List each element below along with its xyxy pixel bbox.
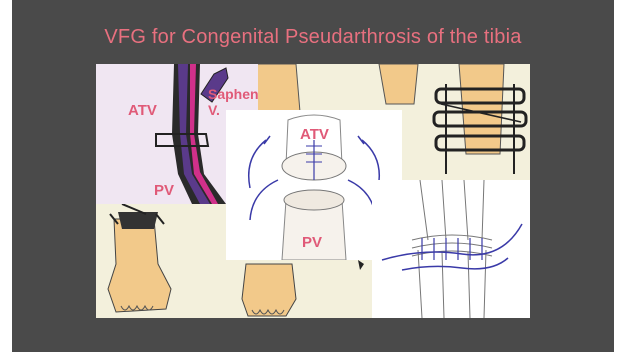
suture-illustration	[372, 180, 530, 318]
suture-panel	[372, 180, 530, 318]
illustration-collage: ATV Saphenus V. PV ATV PV	[96, 64, 530, 318]
label-pv-left: PV	[154, 182, 174, 199]
slide-title: VFG for Congenital Pseudarthrosis of the…	[12, 26, 614, 49]
label-atv-left: ATV	[128, 102, 157, 119]
label-pv-center: PV	[302, 234, 322, 251]
label-atv-center: ATV	[300, 126, 329, 143]
slide: VFG for Congenital Pseudarthrosis of the…	[12, 0, 614, 352]
